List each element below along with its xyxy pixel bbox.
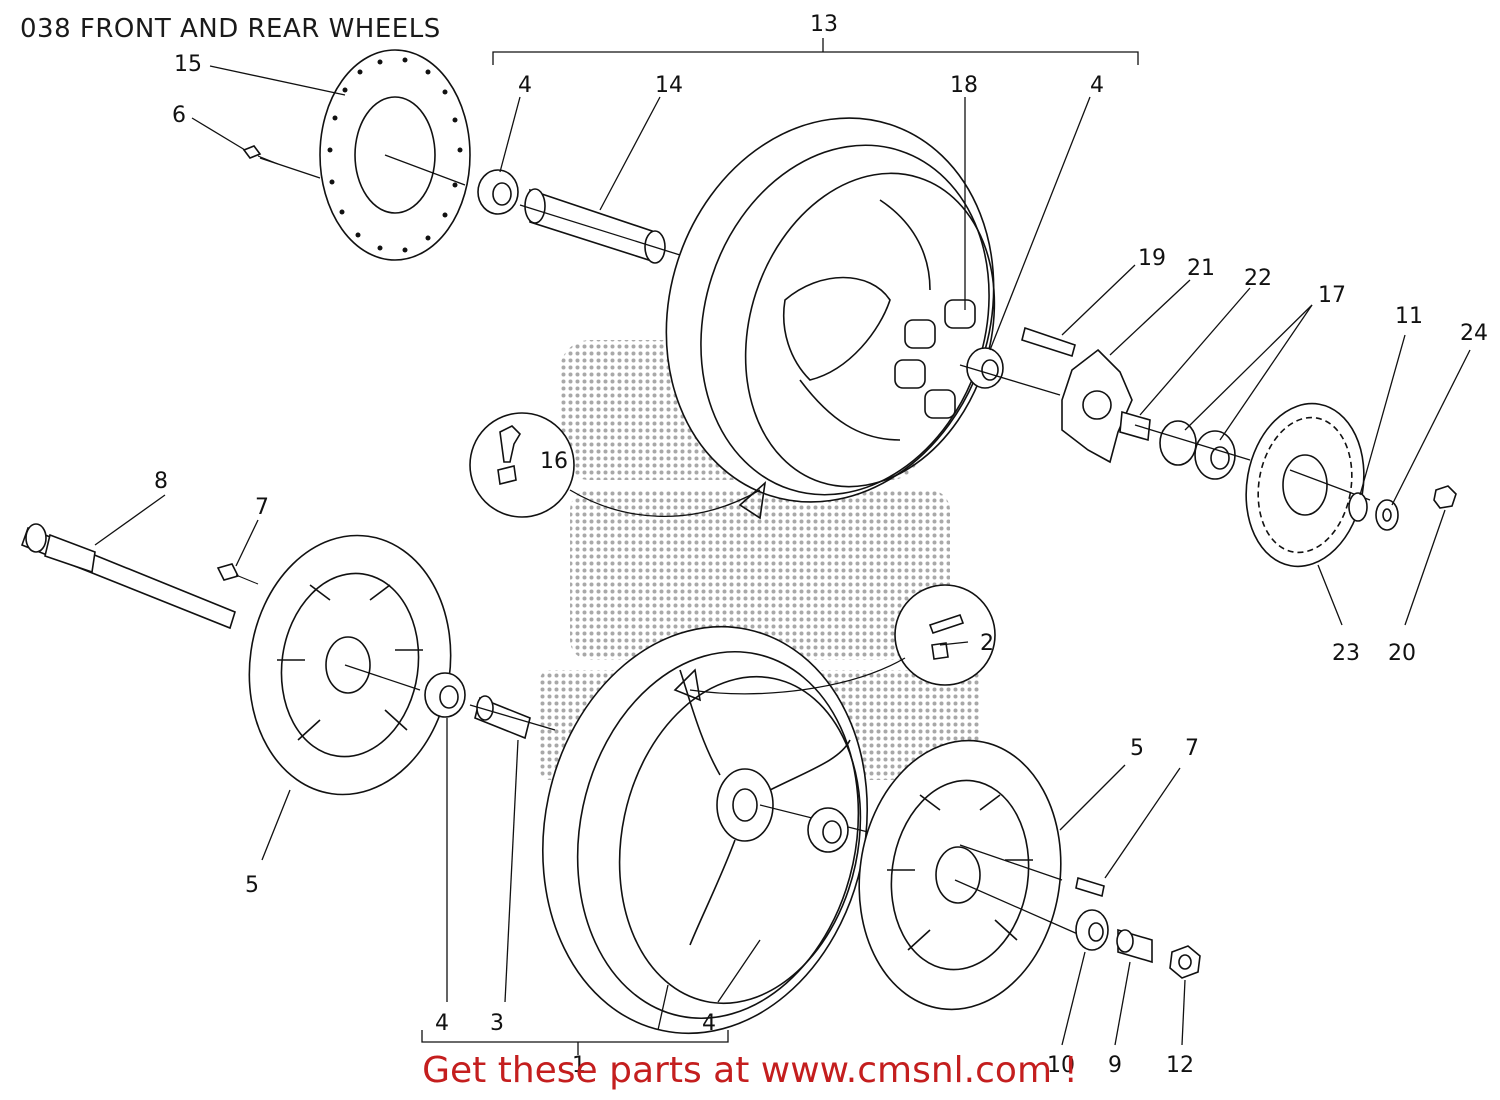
valve-inset-16 bbox=[469, 412, 767, 520]
callout-19: 19 bbox=[1138, 246, 1166, 271]
front-axle-nut bbox=[1169, 945, 1201, 979]
callout-10: 10 bbox=[1047, 1053, 1075, 1078]
front-brake-disc-left bbox=[248, 534, 452, 796]
callout-4: 4 bbox=[702, 1011, 716, 1036]
callout-16: 16 bbox=[540, 449, 568, 474]
callout-23: 23 bbox=[1332, 641, 1360, 666]
callout-7: 7 bbox=[255, 495, 269, 520]
rear-brake-disc bbox=[319, 49, 471, 261]
sprocket-nut bbox=[1433, 485, 1457, 509]
callout-15: 15 bbox=[174, 52, 202, 77]
callout-20: 20 bbox=[1388, 641, 1416, 666]
parts-link-banner[interactable]: Get these parts at www.cmsnl.com ! bbox=[422, 1050, 1078, 1091]
front-bearing-left bbox=[424, 672, 466, 718]
front-disc-bolt-left bbox=[216, 563, 259, 585]
front-brake-disc-right bbox=[858, 739, 1062, 1011]
front-wheel-rim bbox=[541, 625, 869, 1035]
leader-lines bbox=[94, 65, 1471, 1046]
sprocket-washer-11 bbox=[1348, 492, 1368, 522]
rear-disc-bolt bbox=[242, 145, 279, 165]
front-bearing-right bbox=[807, 807, 849, 853]
callout-22: 22 bbox=[1244, 266, 1272, 291]
front-axle-spacer bbox=[1116, 928, 1153, 964]
callout-3: 3 bbox=[490, 1011, 504, 1036]
rear-bearing-left bbox=[477, 169, 519, 215]
diagram-title: 038 FRONT AND REAR WHEELS bbox=[20, 14, 441, 44]
callout-18: 18 bbox=[950, 73, 978, 98]
front-axle bbox=[20, 523, 236, 630]
valve-inset-2 bbox=[673, 584, 996, 702]
rear-bearing-right bbox=[966, 347, 1004, 389]
sprocket-bearings bbox=[1159, 420, 1236, 480]
callout-2: 2 bbox=[980, 631, 994, 656]
bracket-1 bbox=[421, 1030, 729, 1055]
callout-4: 4 bbox=[435, 1011, 449, 1036]
callout-12: 12 bbox=[1166, 1053, 1194, 1078]
callout-21: 21 bbox=[1187, 256, 1215, 281]
callout-numbers: 13 15 6 4 14 18 4 19 21 22 17 11 24 16 8… bbox=[154, 12, 1488, 1078]
rear-sprocket bbox=[1245, 402, 1365, 568]
sprocket-stud bbox=[1021, 326, 1076, 358]
rear-spacer-tube bbox=[524, 188, 666, 264]
front-disc-bolt-right bbox=[1075, 876, 1105, 898]
rear-cush-rubbers bbox=[894, 299, 976, 419]
rear-wheel-rim bbox=[665, 117, 996, 503]
sprocket-spacer bbox=[1119, 410, 1151, 442]
callout-8: 8 bbox=[154, 469, 168, 494]
callout-7: 7 bbox=[1185, 736, 1199, 761]
callout-11: 11 bbox=[1395, 304, 1423, 329]
front-axle-washer bbox=[1075, 909, 1109, 951]
callout-1: 1 bbox=[572, 1053, 586, 1078]
callout-4: 4 bbox=[1090, 73, 1104, 98]
callout-9: 9 bbox=[1108, 1053, 1122, 1078]
front-spacer bbox=[474, 695, 531, 740]
callout-5: 5 bbox=[245, 873, 259, 898]
sprocket-washer-24 bbox=[1375, 499, 1399, 531]
callout-13: 13 bbox=[810, 12, 838, 37]
bracket-13 bbox=[492, 38, 1139, 65]
callout-6: 6 bbox=[172, 103, 186, 128]
callout-5: 5 bbox=[1130, 736, 1144, 761]
callout-17: 17 bbox=[1318, 283, 1346, 308]
callout-14: 14 bbox=[655, 73, 683, 98]
sprocket-flange bbox=[1061, 348, 1133, 464]
callout-24: 24 bbox=[1460, 321, 1488, 346]
callout-4: 4 bbox=[518, 73, 532, 98]
